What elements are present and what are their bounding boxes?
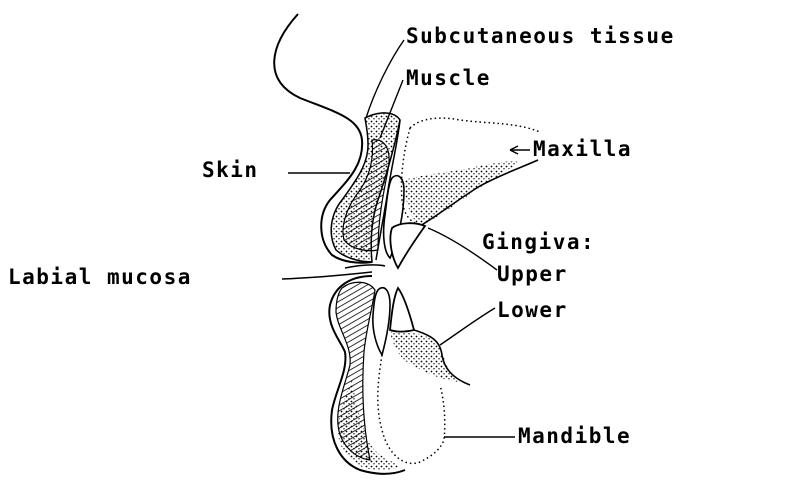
leader-gingiva-lower [440,308,495,345]
upper-incisor [390,223,425,268]
label-skin: Skin [202,160,259,181]
lower-incisor [390,288,414,332]
lower-lip-subcutaneous [338,380,400,470]
label-muscle: Muscle [406,68,491,89]
label-gingiva: Gingiva: [482,232,595,253]
lower-vestibule [373,288,390,355]
maxilla-outline [410,118,540,132]
leader-subcutaneous [366,40,404,118]
mouth-line [345,265,385,268]
label-subcutaneous-tissue: Subcutaneous tissue [406,26,675,47]
label-mandible: Mandible [518,426,631,447]
label-lower: Lower [497,300,568,321]
label-maxilla: Maxilla [533,139,632,160]
label-labial-mucosa: Labial mucosa [8,267,192,288]
label-upper: Upper [497,264,568,285]
upper-gingiva-stipple [404,161,520,226]
